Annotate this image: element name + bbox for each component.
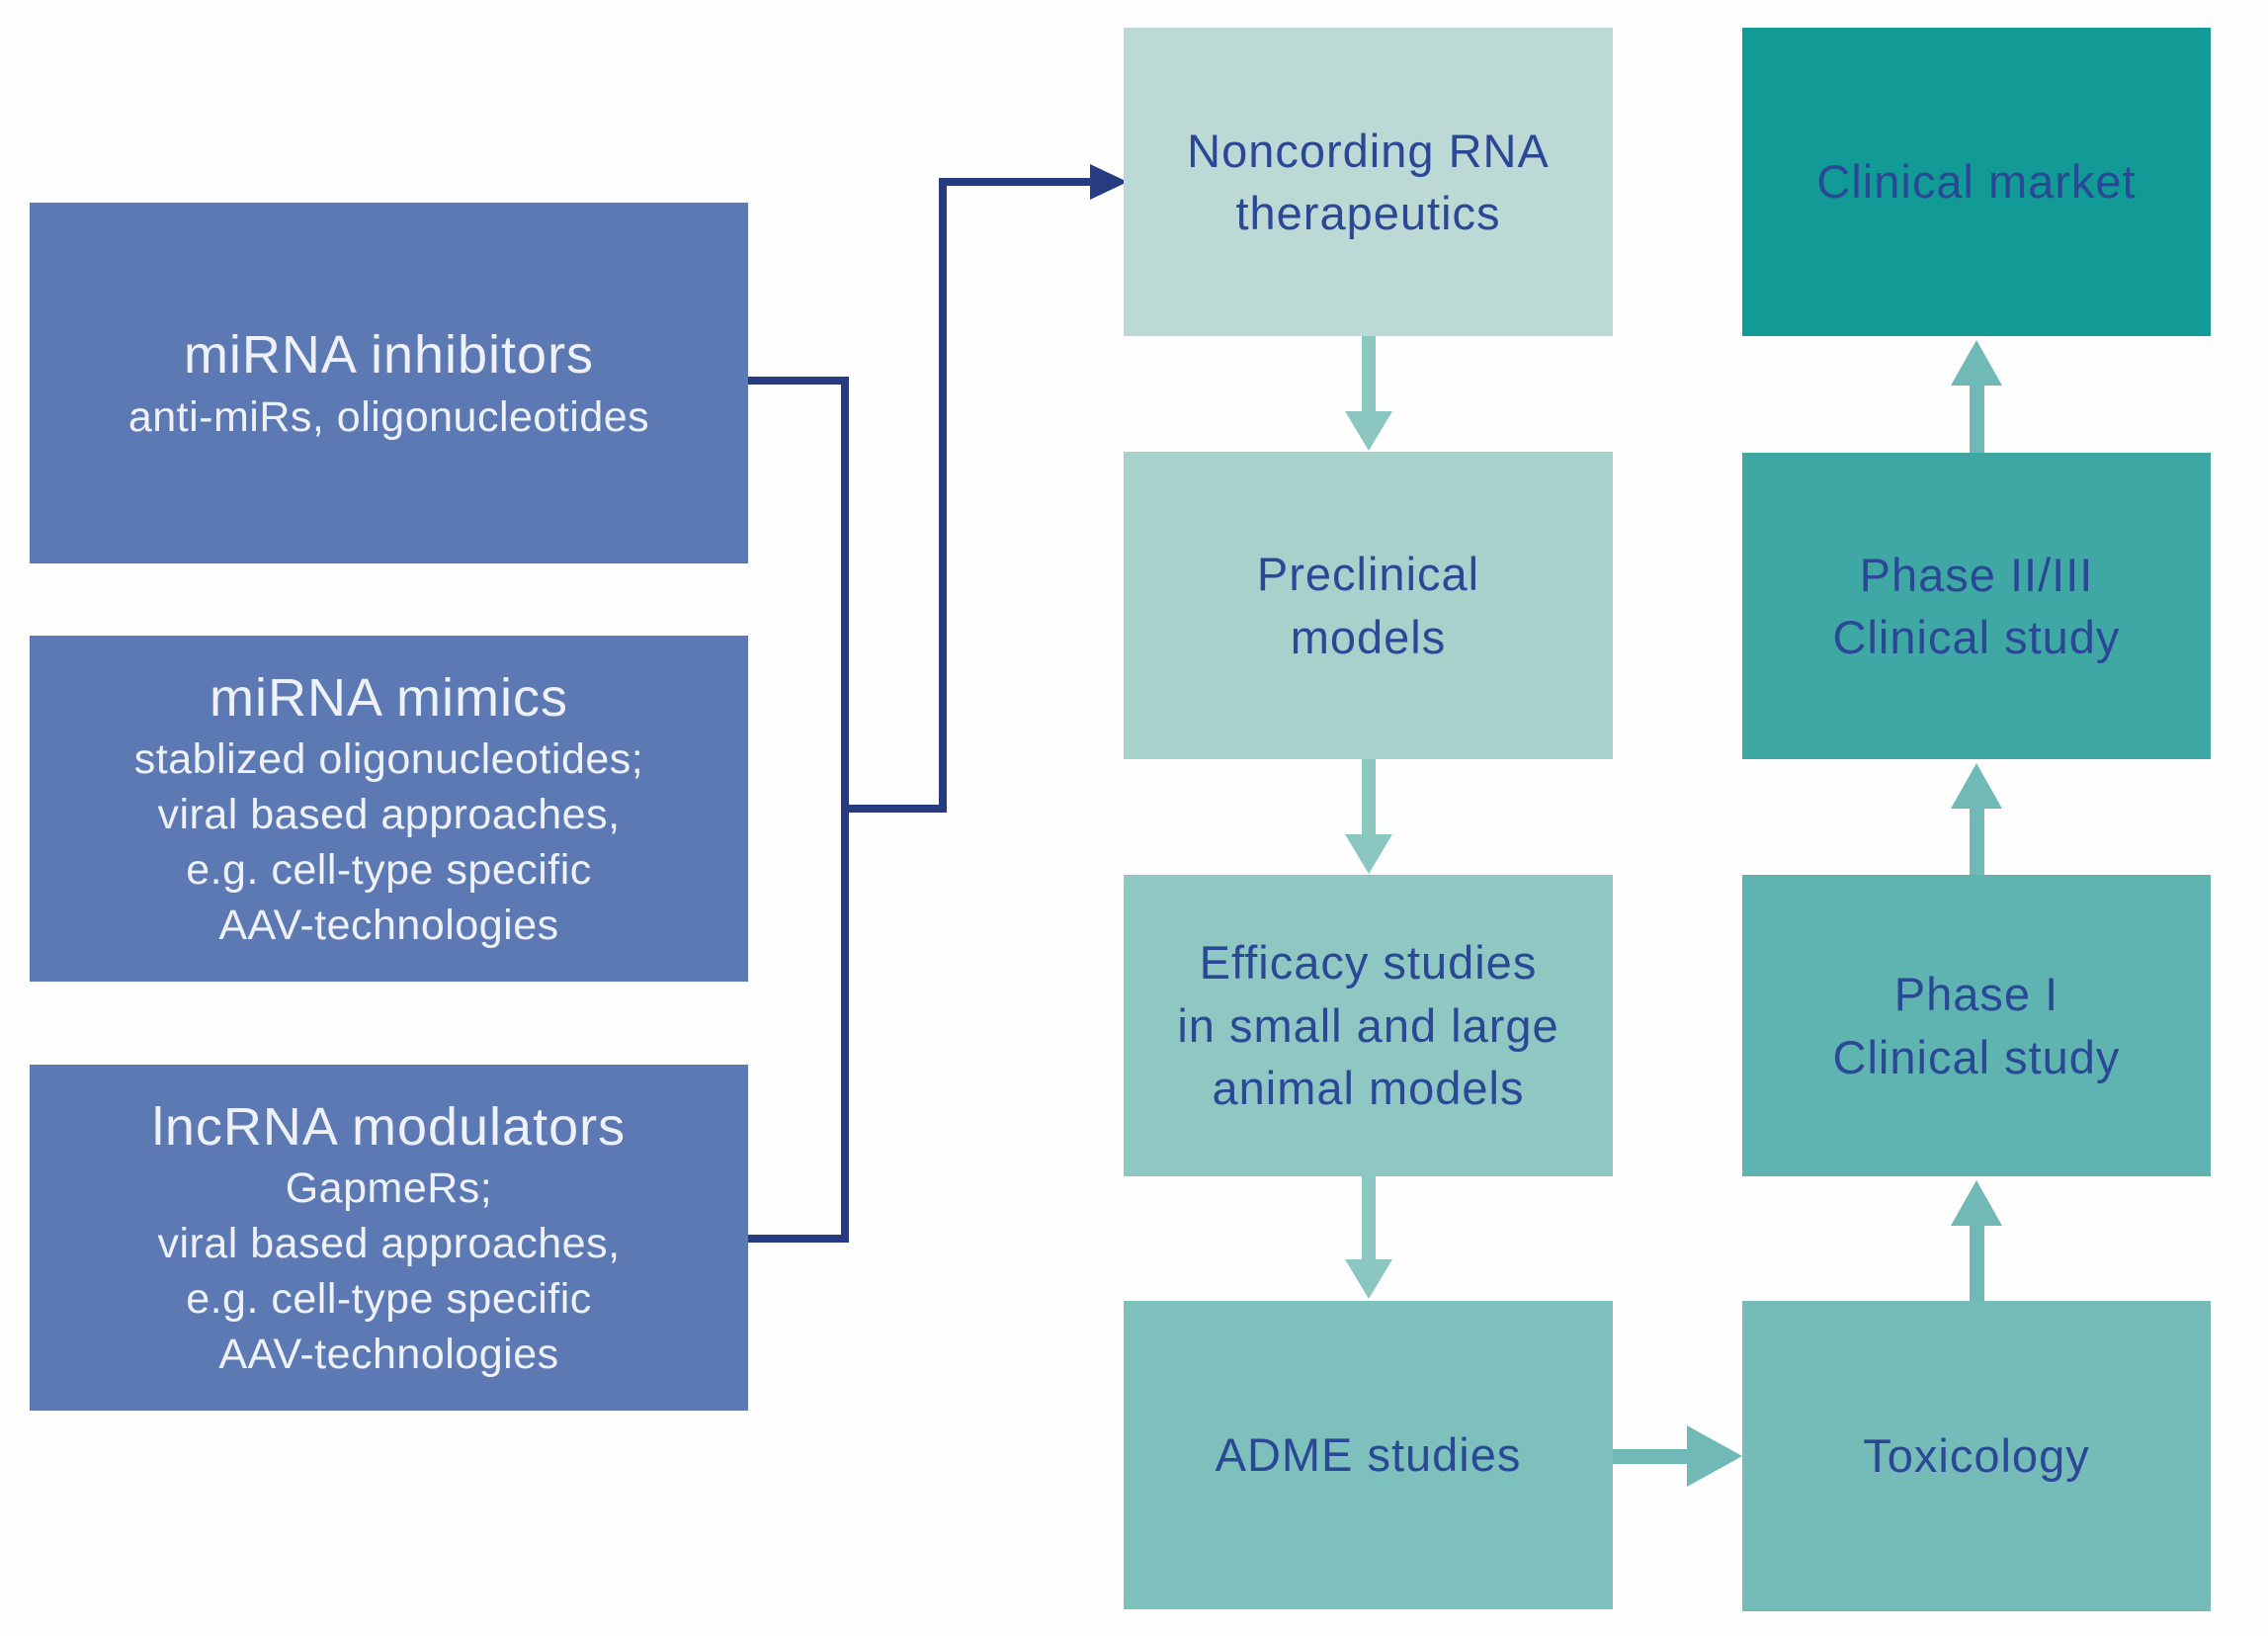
node-preclinical-models: Preclinical models bbox=[1124, 452, 1613, 759]
connector-line-from-inhibitors bbox=[748, 377, 845, 385]
stage-label: Phase II/III Clinical study bbox=[1832, 548, 2121, 663]
node-efficacy-studies: Efficacy studies in small and large anim… bbox=[1124, 875, 1613, 1176]
arrowhead-into-noncoding-icon bbox=[1090, 164, 1128, 200]
node-mirna-inhibitors: miRNA inhibitors anti-miRs, oligonucleot… bbox=[30, 203, 748, 563]
connector-line-from-modulators bbox=[748, 1235, 845, 1243]
right-arrow-icon bbox=[1687, 1425, 1742, 1487]
up-arrow-stem bbox=[1970, 384, 1984, 453]
stage-label: Phase I Clinical study bbox=[1832, 968, 2121, 1083]
up-arrow-icon bbox=[1951, 1180, 2002, 1226]
up-arrow-stem bbox=[1970, 807, 1984, 875]
stage-label: ADME studies bbox=[1215, 1428, 1522, 1482]
node-details: anti-miRs, oligonucleotides bbox=[127, 392, 650, 441]
stage-label: Efficacy studies in small and large anim… bbox=[1177, 936, 1559, 1115]
down-arrow-icon bbox=[1345, 411, 1392, 451]
node-phase-1-clinical-study: Phase I Clinical study bbox=[1742, 875, 2211, 1176]
stage-label: Preclinical models bbox=[1256, 548, 1480, 663]
node-clinical-market: Clinical market bbox=[1742, 28, 2211, 336]
stage-label: Noncording RNA therapeutics bbox=[1187, 124, 1550, 239]
node-noncoding-rna-therapeutics: Noncording RNA therapeutics bbox=[1124, 28, 1613, 336]
down-arrow-stem bbox=[1362, 1176, 1376, 1261]
up-arrow-icon bbox=[1951, 763, 2002, 809]
node-mirna-mimics: miRNA mimics stablized oligonucleotides;… bbox=[30, 636, 748, 982]
node-details: GapmeRs; viral based approaches, e.g. ce… bbox=[157, 1164, 621, 1378]
node-adme-studies: ADME studies bbox=[1124, 1301, 1613, 1609]
up-arrow-icon bbox=[1951, 340, 2002, 386]
stage-label: Toxicology bbox=[1863, 1429, 2090, 1483]
up-arrow-stem bbox=[1970, 1224, 1984, 1301]
node-title: lncRNA modulators bbox=[151, 1097, 627, 1158]
stage-label: Clinical market bbox=[1816, 155, 2137, 209]
connector-jog-horizontal bbox=[841, 805, 947, 813]
node-phase-2-3-clinical-study: Phase II/III Clinical study bbox=[1742, 453, 2211, 759]
node-details: stablized oligonucleotides; viral based … bbox=[133, 735, 644, 949]
down-arrow-icon bbox=[1345, 834, 1392, 874]
node-toxicology: Toxicology bbox=[1742, 1301, 2211, 1611]
connector-top-horizontal bbox=[939, 178, 1093, 186]
down-arrow-stem bbox=[1362, 759, 1376, 838]
right-arrow-stem bbox=[1613, 1449, 1690, 1464]
node-title: miRNA mimics bbox=[210, 668, 568, 729]
down-arrow-icon bbox=[1345, 1259, 1392, 1299]
node-lncrna-modulators: lncRNA modulators GapmeRs; viral based a… bbox=[30, 1065, 748, 1411]
node-title: miRNA inhibitors bbox=[183, 325, 595, 386]
connector-riser-vertical bbox=[939, 178, 947, 813]
down-arrow-stem bbox=[1362, 336, 1376, 415]
